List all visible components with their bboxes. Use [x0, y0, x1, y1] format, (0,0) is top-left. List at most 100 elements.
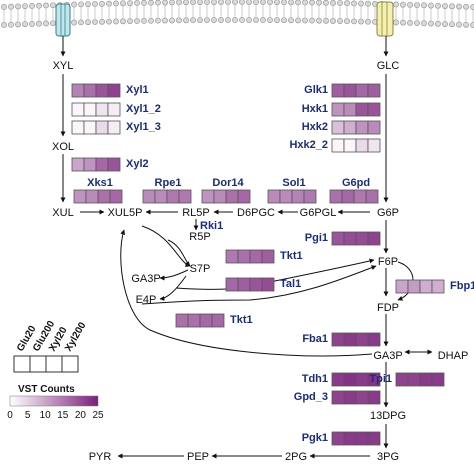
- heatmap-cell: [431, 279, 445, 294]
- heatmap-cell: [199, 313, 213, 328]
- heatmap-cell: [355, 102, 369, 117]
- heatmap-cell: [367, 83, 381, 98]
- legend-color-bar: [9, 395, 99, 407]
- heatmap-cell: [367, 231, 381, 246]
- heatmap-cell: [355, 138, 369, 153]
- heatmap-cell: [237, 249, 251, 264]
- heatmap-cell: [355, 390, 369, 405]
- gene-tal1: Tal1: [225, 277, 301, 292]
- heatmap-cell: [331, 231, 345, 246]
- heatmap-cell: [225, 189, 239, 204]
- heatmap-cell: [154, 189, 168, 204]
- gene-label: G6pd: [342, 177, 370, 189]
- reaction-arrows: [60, 36, 433, 459]
- heatmap-cell: [201, 189, 215, 204]
- heatmap-cell: [225, 277, 239, 292]
- heatmap-cell: [237, 277, 251, 292]
- heatmap-cell: [355, 120, 369, 135]
- gene-label: Pgk1: [302, 432, 328, 444]
- heatmap-cell: [71, 102, 85, 117]
- metabolite-xol: XOL: [52, 141, 74, 153]
- heatmap-cell: [367, 138, 381, 153]
- heatmap-cell: [291, 189, 305, 204]
- metabolite-ga3p: GA3P: [373, 350, 402, 362]
- heatmap-cell: [267, 189, 281, 204]
- gene-hxk2: Hxk2: [302, 120, 381, 135]
- gene-label: Tal1: [280, 278, 301, 290]
- gene-sol1: Sol1: [267, 177, 317, 204]
- heatmap-cell: [331, 431, 345, 446]
- metabolite-xul5p: XUL5P: [108, 207, 143, 219]
- heatmap-cell: [367, 372, 381, 387]
- legend-sample-box: [45, 355, 63, 373]
- heatmap-cell: [343, 120, 357, 135]
- gene-xks1: Xks1: [73, 177, 123, 204]
- legend-sample-box: [61, 355, 79, 373]
- gene-tkt1_a: Tkt1: [225, 249, 303, 264]
- gene-xyl1_2: Xyl1_2: [71, 102, 161, 117]
- gene-fbp1: Fbp1: [395, 279, 474, 294]
- gene-hxk2_2: Hxk2_2: [289, 138, 381, 153]
- metabolites: XYL GLC XOL XUL XUL5P RL5P D6PGC G6PGL G…: [52, 60, 468, 463]
- xylose-transporter: [55, 3, 71, 37]
- gene-label: Dor14: [212, 177, 244, 189]
- heatmap-cell: [341, 189, 355, 204]
- gene-hxk1: Hxk1: [302, 102, 381, 117]
- gene-label: Xyl2: [126, 158, 149, 170]
- gene-label: Sol1: [282, 177, 305, 189]
- heatmap-cell: [343, 390, 357, 405]
- legend-sample-boxes: [13, 355, 79, 373]
- heatmap-cell: [419, 279, 433, 294]
- heatmap-cell: [331, 390, 345, 405]
- gene-label: Fbp1: [450, 280, 474, 292]
- heatmap-cell: [343, 332, 357, 347]
- heatmap-cell: [355, 83, 369, 98]
- heatmap-cell: [83, 120, 97, 135]
- heatmap-cell: [95, 157, 109, 172]
- heatmap-cell: [355, 431, 369, 446]
- heatmap-cell: [71, 83, 85, 98]
- legend-sample-box: [13, 355, 31, 373]
- gene-label: Xyl1_2: [126, 103, 161, 115]
- heatmap-cell: [71, 120, 85, 135]
- metabolite-dhap: DHAP: [438, 350, 469, 362]
- metabolite-rl5p: RL5P: [182, 207, 210, 219]
- heatmap-cell: [249, 249, 263, 264]
- heatmap-cell: [237, 189, 251, 204]
- heatmap-cell: [175, 313, 189, 328]
- metabolite-r5p: R5P: [189, 231, 210, 243]
- gene-label: Gpd_3: [294, 391, 328, 403]
- heatmap-cell: [303, 189, 317, 204]
- gene-label: Fba1: [302, 333, 328, 345]
- heatmap-cell: [83, 102, 97, 117]
- metabolite-13dpg: 13DPG: [370, 410, 406, 422]
- metabolite-pyr: PYR: [89, 451, 112, 463]
- heatmap-cell: [343, 372, 357, 387]
- metabolite-s7p: S7P: [190, 263, 211, 275]
- heatmap-cell: [178, 189, 192, 204]
- gene-label: Pgi1: [305, 232, 328, 244]
- gene-label: Xks1: [87, 177, 113, 189]
- cell-membrane: [1, 0, 474, 28]
- gene-label: Xyl1: [126, 84, 149, 96]
- heatmap-cell: [419, 372, 433, 387]
- gene-label: Tkt1: [230, 314, 253, 326]
- heatmap-cell: [431, 372, 445, 387]
- heatmap-cell: [355, 372, 369, 387]
- legend-title: VST Counts: [18, 384, 75, 395]
- heatmap-cell: [331, 372, 345, 387]
- heatmap-cell: [73, 189, 87, 204]
- gene-label: Xyl1_3: [126, 121, 161, 133]
- gene-label: Rki1: [200, 220, 223, 232]
- legend-tick-label: 0: [7, 410, 13, 421]
- heatmap-cell: [407, 279, 421, 294]
- heatmap-cell: [249, 277, 263, 292]
- heatmap-cell: [367, 332, 381, 347]
- heatmap-cell: [343, 138, 357, 153]
- gene-xyl1: Xyl1: [71, 83, 149, 98]
- heatmap-cell: [331, 83, 345, 98]
- heatmap-cell: [343, 231, 357, 246]
- gene-label: Tpi1: [369, 373, 392, 385]
